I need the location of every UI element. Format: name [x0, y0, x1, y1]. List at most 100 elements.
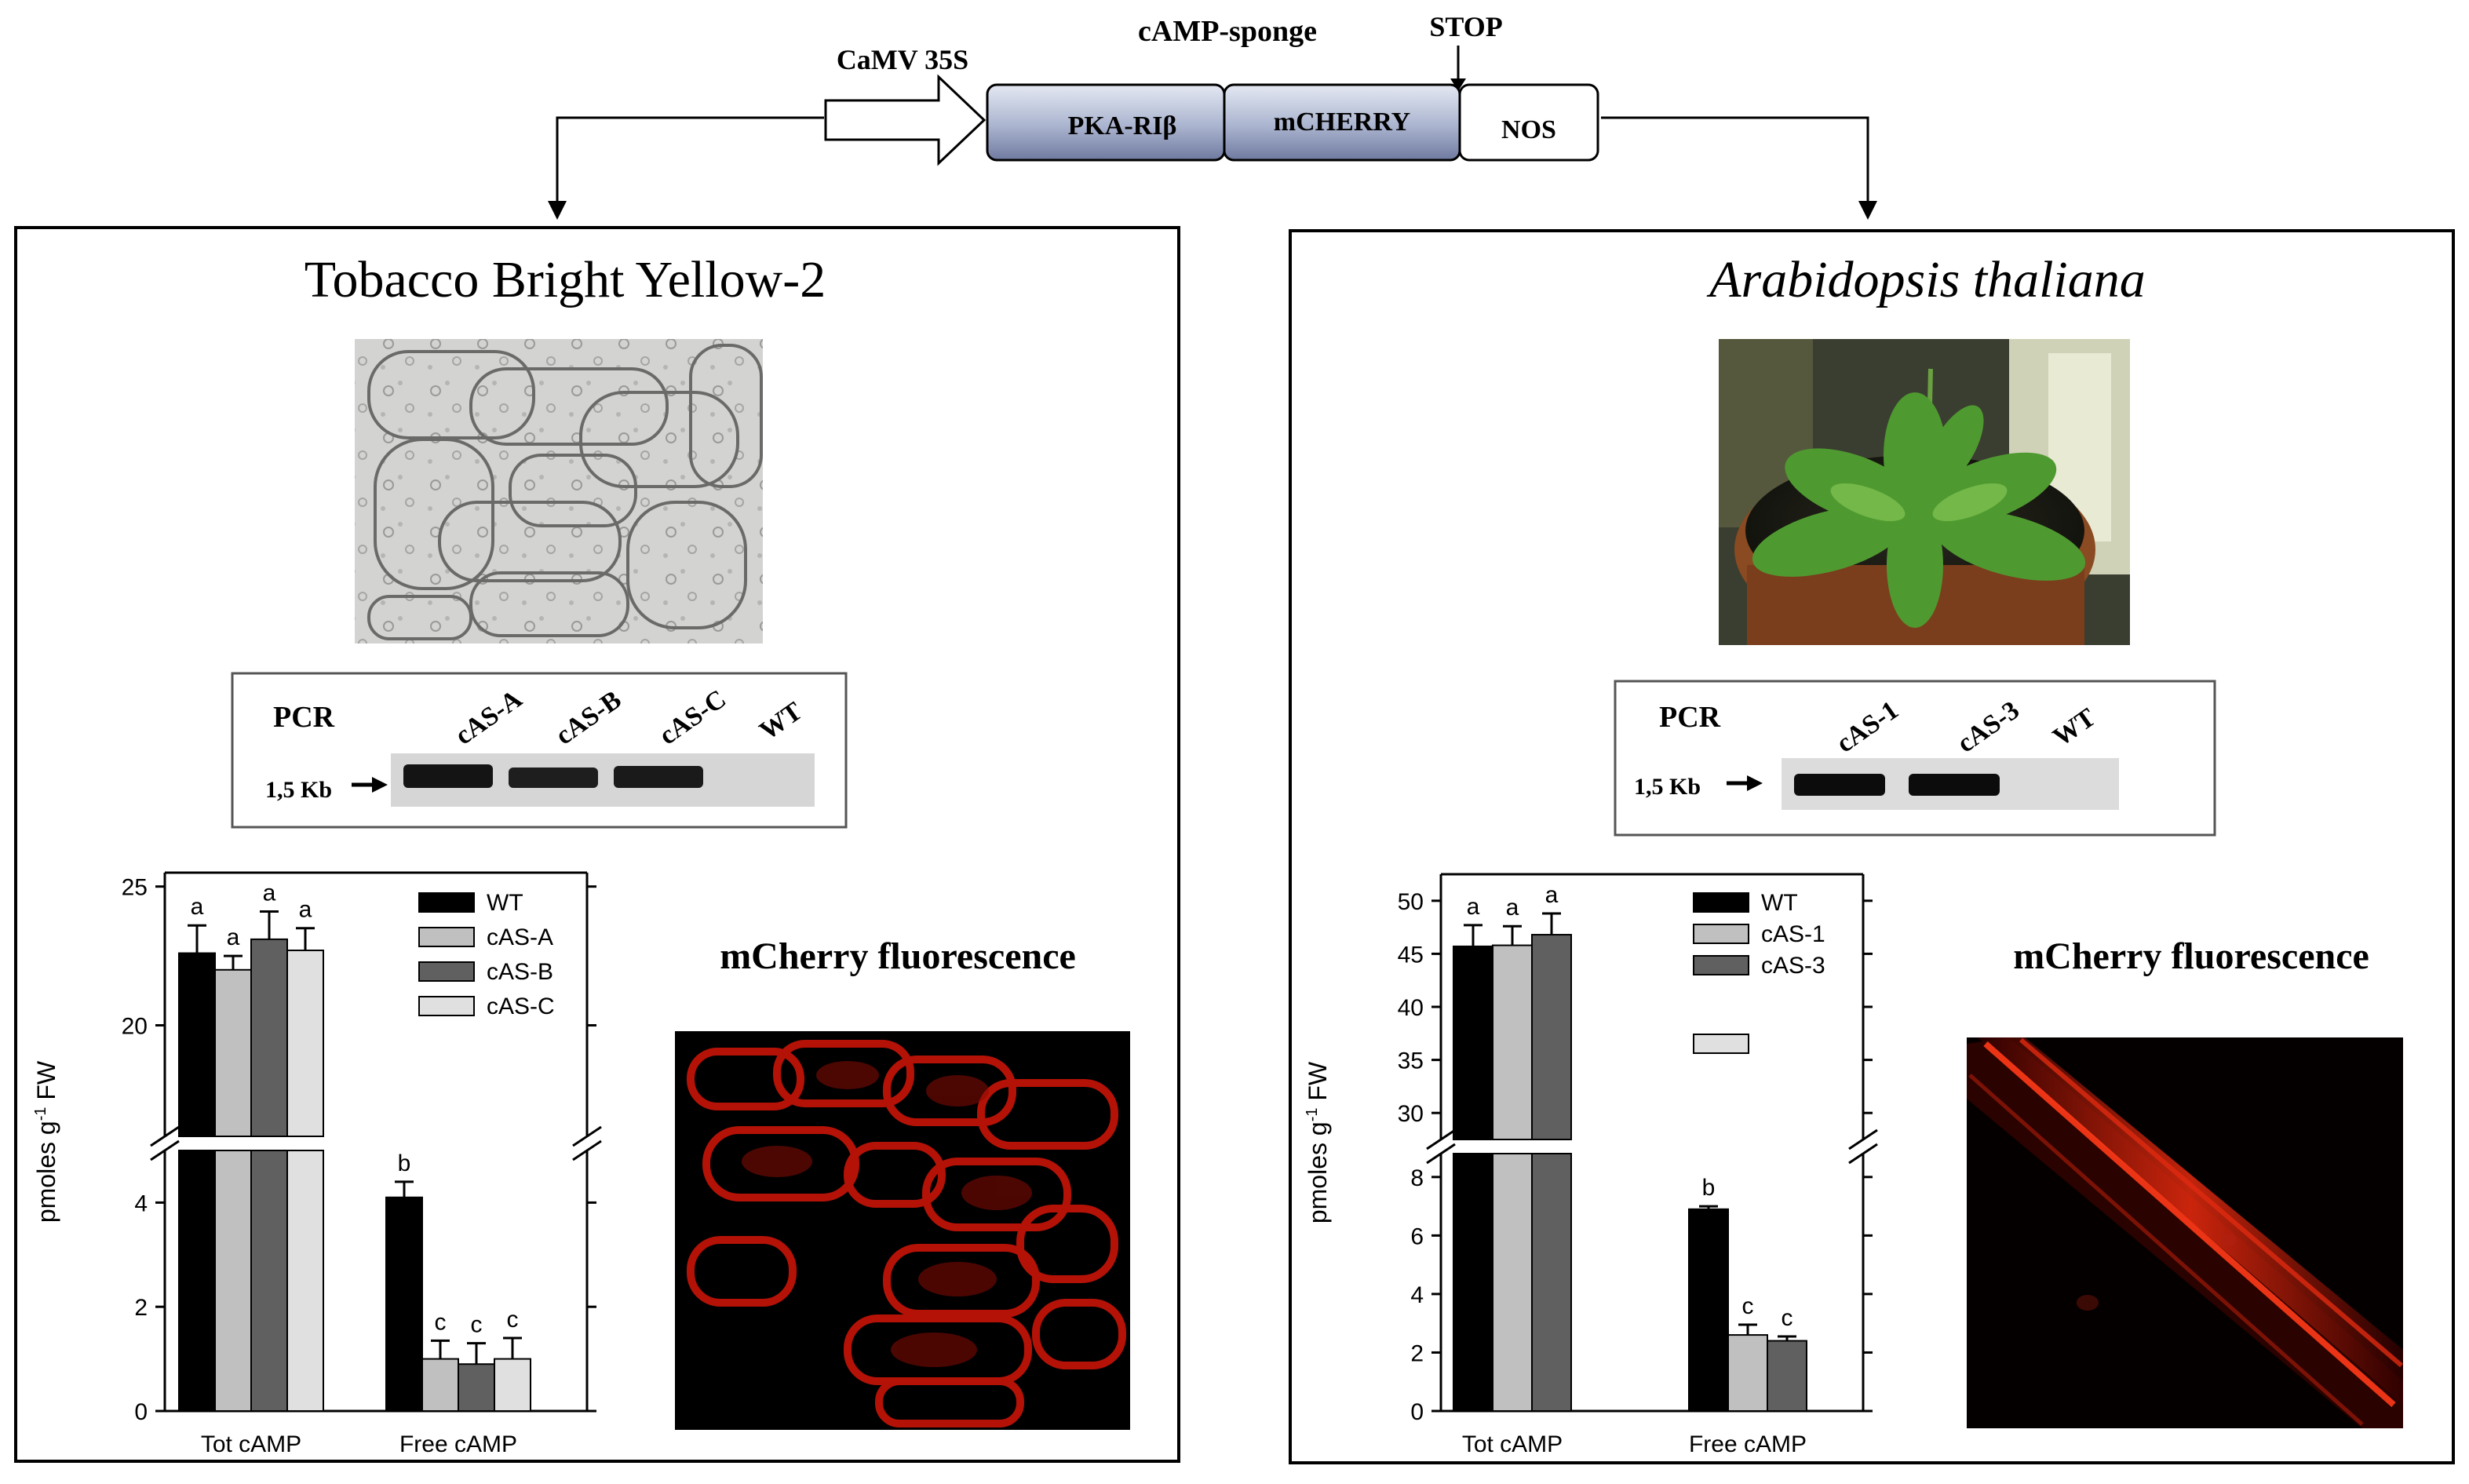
axis-break-mark [1426, 1143, 1456, 1165]
bar [385, 1196, 423, 1412]
significance-letter: a [1506, 895, 1519, 921]
fluorescence-label: mCherry fluorescence [720, 935, 1076, 977]
y-tick-label: 6 [1410, 1223, 1424, 1249]
panel-title: Tobacco Bright Yellow-2 [305, 251, 826, 308]
fluorescence-label: mCherry fluorescence [2013, 935, 2369, 977]
x-tick-label: Free cAMP [1689, 1431, 1807, 1457]
axis-break-mark [150, 1139, 180, 1161]
bar [178, 952, 216, 1138]
legend-swatch [418, 927, 475, 947]
axis-break-mark [150, 1125, 180, 1147]
y-tick-label: 50 [1398, 889, 1424, 915]
size-label: 1,5 Kb [265, 777, 332, 803]
segment-nos-box [1458, 83, 1599, 162]
y-tick-label: 30 [1398, 1101, 1424, 1127]
significance-letter: c [435, 1309, 447, 1335]
bar [1453, 945, 1493, 1141]
legend-swatch [1693, 955, 1749, 975]
x-tick-label: Tot cAMP [1462, 1431, 1563, 1457]
y-tick-label: 35 [1398, 1048, 1424, 1074]
significance-letter: b [1702, 1175, 1716, 1201]
legend-swatch [1693, 1034, 1749, 1054]
axis-break-mark [572, 1139, 602, 1161]
bar [178, 1150, 216, 1412]
axis-break-mark [572, 1125, 602, 1147]
by2-cells-micrograph [355, 339, 763, 644]
legend-label: cAS-1 [1761, 921, 1825, 947]
segment-mcherry-label: mCHERRY [1274, 108, 1410, 137]
y-axis-label: pmoles g-1 FW [32, 1060, 60, 1223]
bar [1531, 1153, 1572, 1412]
gel-band-cas-b [509, 768, 598, 788]
significance-letter: b [398, 1150, 411, 1176]
significance-letter: a [227, 924, 240, 950]
significance-letter: c [471, 1312, 483, 1338]
legend-swatch [418, 996, 475, 1016]
panel-title: Arabidopsis thaliana [1706, 251, 2146, 308]
legend-label: cAS-3 [1761, 953, 1825, 979]
stop-label: STOP [1429, 11, 1502, 42]
construct-diagram: cAMP-sponge CaMV 35S STOP PKA-RIβ mCHERR… [548, 11, 1877, 220]
bar [1492, 1153, 1533, 1412]
connector-left [556, 116, 824, 206]
legend-swatch [1693, 924, 1749, 944]
panel-frame [1289, 229, 2455, 1464]
bar [458, 1363, 495, 1412]
bar [286, 1150, 324, 1412]
segment-nos-label: NOS [1501, 115, 1556, 144]
legend-label: WT [487, 890, 523, 916]
panel-tobacco: Tobacco Bright Yellow-2 PCR 1,5 Kb [14, 226, 1180, 1463]
significance-letter: a [263, 881, 276, 906]
significance-letter: c [1742, 1293, 1754, 1319]
y-axis-label: pmoles g-1 FW [1304, 1061, 1332, 1223]
legend-label: WT [1761, 890, 1798, 916]
y-tick-label: 45 [1398, 942, 1424, 968]
significance-letter: c [507, 1307, 519, 1333]
legend-swatch [1693, 892, 1749, 913]
connector-right [1601, 116, 1869, 206]
legend-label: cAS-B [487, 959, 553, 985]
significance-letter: a [1467, 894, 1480, 920]
y-tick-label: 20 [122, 1014, 148, 1040]
panel-frame [14, 226, 1180, 1463]
significance-letter: a [191, 894, 204, 920]
pcr-label: PCR [273, 701, 335, 734]
gel-band-cas-3 [1909, 774, 2000, 796]
bar [494, 1358, 531, 1412]
bar [1453, 1153, 1493, 1412]
panel-arabidopsis: Arabidopsis thaliana [1289, 229, 2455, 1464]
gel-band-cas-a [403, 764, 493, 788]
bar [1688, 1208, 1729, 1413]
promoter-label: CaMV 35S [837, 44, 968, 75]
bar [214, 1150, 252, 1412]
legend-label: cAS-C [487, 994, 555, 1019]
legend-swatch [418, 892, 475, 913]
axis-break-mark [1848, 1128, 1878, 1150]
gel-band-cas-1 [1794, 774, 1885, 796]
y-tick-label: 40 [1398, 995, 1424, 1021]
significance-letter: a [1545, 882, 1559, 908]
bar [1767, 1340, 1807, 1412]
pcr-gel-arabidopsis: PCR 1,5 Kb cAS-1 cAS-3 WT [1614, 680, 2216, 837]
bar [286, 950, 324, 1138]
pcr-label: PCR [1659, 701, 1721, 734]
y-tick-label: 4 [1410, 1282, 1424, 1308]
construct-title: cAMP-sponge [1138, 15, 1317, 48]
legend-label: cAS-A [487, 924, 553, 950]
axis-break-mark [1426, 1128, 1456, 1150]
y-tick-label: 0 [134, 1399, 148, 1425]
y-tick-label: 4 [134, 1190, 148, 1216]
y-tick-label: 2 [1410, 1340, 1424, 1366]
x-tick-label: Tot cAMP [201, 1431, 301, 1457]
bar [250, 1150, 288, 1412]
y-tick-label: 0 [1410, 1399, 1424, 1425]
pcr-gel-tobacco: PCR 1,5 Kb cAS-A cAS-B cAS-C WT [231, 672, 848, 829]
bar [421, 1358, 459, 1412]
x-tick-label: Free cAMP [399, 1431, 517, 1457]
bar [250, 938, 288, 1137]
bar [1531, 934, 1572, 1140]
mcherry-fluorescence-image-tobacco [675, 1031, 1130, 1430]
